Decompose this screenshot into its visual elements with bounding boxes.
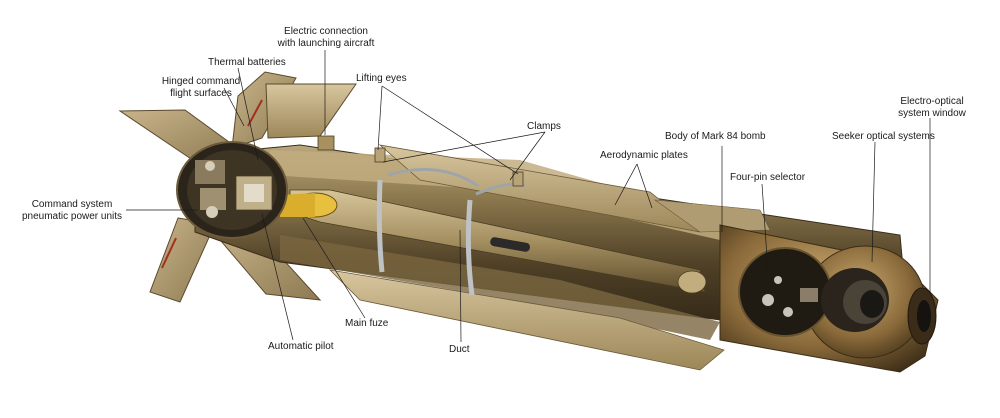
- clamps: [376, 168, 526, 296]
- rear-cutaway-section: [176, 141, 288, 239]
- label-electric-connection: Electric connection with launching aircr…: [266, 26, 386, 50]
- label-lifting-eyes: Lifting eyes: [356, 73, 407, 84]
- label-body-of-mark-84-bomb: Body of Mark 84 bomb: [665, 131, 766, 142]
- label-hinged-command-line2: flight surfaces: [170, 88, 232, 99]
- lifting-eyes: [374, 147, 524, 187]
- label-clamps: Clamps: [527, 121, 561, 132]
- label-hinged-command-line1: Hinged command: [161, 76, 241, 87]
- label-command-system: Command system pneumatic power units: [14, 199, 130, 223]
- label-seeker-optical-systems: Seeker optical systems: [832, 131, 935, 142]
- label-command-system-line2: pneumatic power units: [21, 211, 123, 222]
- label-duct: Duct: [449, 344, 470, 355]
- aerodynamic-plates: [328, 144, 771, 371]
- label-thermal-batteries: Thermal batteries: [208, 57, 286, 68]
- label-electro-optical-line2: system window: [898, 108, 966, 119]
- label-four-pin-selector: Four-pin selector: [730, 172, 806, 183]
- electric-connection: [317, 135, 335, 151]
- label-command-system-line1: Command system: [31, 199, 113, 210]
- label-automatic-pilot: Automatic pilot: [268, 341, 334, 352]
- duct: [289, 189, 707, 294]
- label-main-fuze: Main fuze: [345, 318, 389, 329]
- label-hinged-command: Hinged command flight surfaces: [156, 76, 246, 100]
- label-electro-optical-line1: Electro-optical: [900, 96, 964, 107]
- leader-lines: [126, 50, 931, 343]
- label-electro-optical: Electro-optical system window: [890, 96, 974, 120]
- main-fuze: [280, 192, 338, 218]
- nose-seeker-section: [719, 224, 939, 373]
- label-electric-connection-line1: Electric connection: [284, 26, 368, 37]
- label-electric-connection-line2: with launching aircraft: [277, 38, 375, 49]
- label-aerodynamic-plates: Aerodynamic plates: [600, 150, 688, 161]
